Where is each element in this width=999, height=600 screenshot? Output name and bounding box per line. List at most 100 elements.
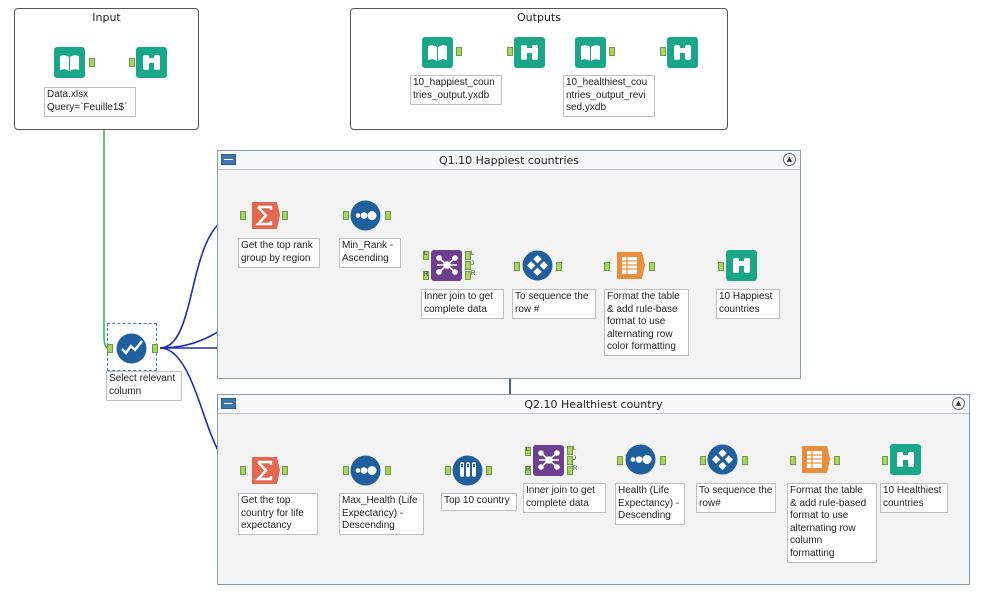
q1-record-id-tool[interactable] [522, 250, 553, 281]
binoculars-icon [726, 250, 757, 281]
sample-tubes-icon [452, 455, 483, 486]
output-anchor[interactable] [456, 47, 462, 56]
q2-join-tool[interactable] [533, 445, 564, 476]
output-anchor[interactable] [385, 466, 391, 475]
q1-summarize-tool[interactable] [249, 200, 280, 231]
q1-join-tool[interactable] [431, 250, 462, 281]
select-check-icon [116, 333, 147, 364]
input-anchor[interactable] [343, 211, 349, 220]
input-browse-tool[interactable] [136, 47, 167, 78]
input-anchor[interactable] [107, 344, 113, 353]
q1-table-tool[interactable] [614, 250, 645, 281]
q2-summarize-label: Get the top country for life expectancy [238, 493, 318, 535]
q1-browse-label: 10 Happiest countries [716, 289, 780, 319]
join-pin-out-join: J [471, 261, 474, 267]
output-anchor[interactable] [385, 211, 391, 220]
table-icon [617, 252, 645, 279]
join-pin-left: L [424, 251, 428, 257]
q1-table-label: Format the table & add rule-base format … [604, 289, 689, 356]
q1-join-label: Inner join to get complete data [421, 289, 504, 319]
input-anchor[interactable] [423, 271, 429, 280]
output-anchor[interactable] [556, 262, 562, 271]
output-anchor[interactable] [660, 456, 666, 465]
input-data-label: Data.xlsx Query=`Feuille1$` [44, 87, 136, 117]
output-anchor[interactable] [465, 261, 471, 270]
output-anchor[interactable] [649, 262, 655, 271]
output-anchor[interactable] [742, 456, 748, 465]
container-toggle-icon[interactable] [221, 154, 236, 165]
q1-browse-tool[interactable] [726, 250, 757, 281]
sigma-icon [252, 457, 280, 484]
input-anchor[interactable] [525, 447, 531, 456]
q1-sort-tool[interactable] [350, 200, 381, 231]
input-anchor[interactable] [882, 456, 888, 465]
container-toggle-icon[interactable] [221, 398, 236, 409]
input-anchor[interactable] [718, 262, 724, 271]
output1-browse-tool[interactable] [514, 37, 545, 68]
input-anchor[interactable] [617, 456, 623, 465]
join-pin-right: R [424, 272, 429, 278]
q2-sample-tool[interactable] [452, 455, 483, 486]
q2-sort2-tool[interactable] [625, 444, 656, 475]
input-data-tool[interactable] [54, 47, 85, 78]
q1-sort-label: Min_Rank - Ascending [339, 238, 401, 268]
output-anchor[interactable] [567, 466, 573, 475]
input-anchor[interactable] [700, 456, 706, 465]
q1-summarize-label: Get the top rank group by region [238, 238, 320, 268]
q2-record-id-tool[interactable] [707, 444, 738, 475]
sigma-icon [252, 202, 280, 229]
input-anchor[interactable] [343, 466, 349, 475]
outputs-box: Outputs [350, 8, 728, 130]
binoculars-icon [514, 37, 545, 68]
join-pin-out-join: J [573, 456, 576, 462]
input-anchor[interactable] [240, 211, 246, 220]
select-tool[interactable] [116, 333, 147, 364]
container-q1-header[interactable]: Q1.10 Happiest countries ▲ [218, 151, 800, 170]
output-anchor[interactable] [486, 466, 492, 475]
output-anchor[interactable] [282, 211, 288, 220]
collapse-icon[interactable]: ▲ [783, 153, 796, 166]
output-anchor[interactable] [152, 344, 158, 353]
input-anchor[interactable] [525, 466, 531, 475]
output-anchor[interactable] [465, 271, 471, 280]
input-anchor[interactable] [660, 47, 666, 56]
binoculars-icon [667, 37, 698, 68]
q2-table-tool[interactable] [799, 444, 830, 475]
output-anchor[interactable] [282, 466, 288, 475]
output-anchor[interactable] [567, 446, 573, 455]
output1-input-tool[interactable] [422, 37, 453, 68]
table-icon [802, 446, 830, 473]
book-icon [575, 37, 606, 68]
input-anchor[interactable] [604, 262, 610, 271]
q2-sort-tool[interactable] [350, 455, 381, 486]
input-anchor[interactable] [445, 466, 451, 475]
q2-browse-label: 10 Healthiest countries [880, 483, 948, 513]
collapse-icon[interactable]: ▲ [952, 397, 965, 410]
output-anchor[interactable] [89, 58, 95, 67]
output2-input-tool[interactable] [575, 37, 606, 68]
input-anchor[interactable] [129, 58, 135, 67]
input-anchor[interactable] [240, 466, 246, 475]
q2-sort-label: Max_Health (Life Expectancy) - Descendin… [339, 493, 424, 535]
output-anchor[interactable] [834, 456, 840, 465]
binoculars-icon [890, 444, 921, 475]
sort-dots-icon [350, 200, 381, 231]
q2-summarize-tool[interactable] [249, 455, 280, 486]
outputs-box-title: Outputs [517, 11, 561, 24]
output2-browse-tool[interactable] [667, 37, 698, 68]
join-pin-right: R [526, 467, 531, 473]
input-anchor[interactable] [790, 456, 796, 465]
input-anchor[interactable] [514, 262, 520, 271]
input-anchor[interactable] [423, 251, 429, 260]
join-pin-out-right: R [471, 271, 476, 277]
join-icon [533, 445, 564, 476]
output-anchor[interactable] [609, 47, 615, 56]
q1-record-id-label: To sequence the row # [512, 289, 596, 319]
input-anchor[interactable] [507, 47, 513, 56]
output-anchor[interactable] [567, 456, 573, 465]
record-id-icon [707, 444, 738, 475]
container-q2-header[interactable]: Q2.10 Healthiest country ▲ [218, 395, 969, 414]
q2-browse-tool[interactable] [890, 444, 921, 475]
join-pin-out-left: L [573, 446, 577, 452]
output-anchor[interactable] [465, 251, 471, 260]
